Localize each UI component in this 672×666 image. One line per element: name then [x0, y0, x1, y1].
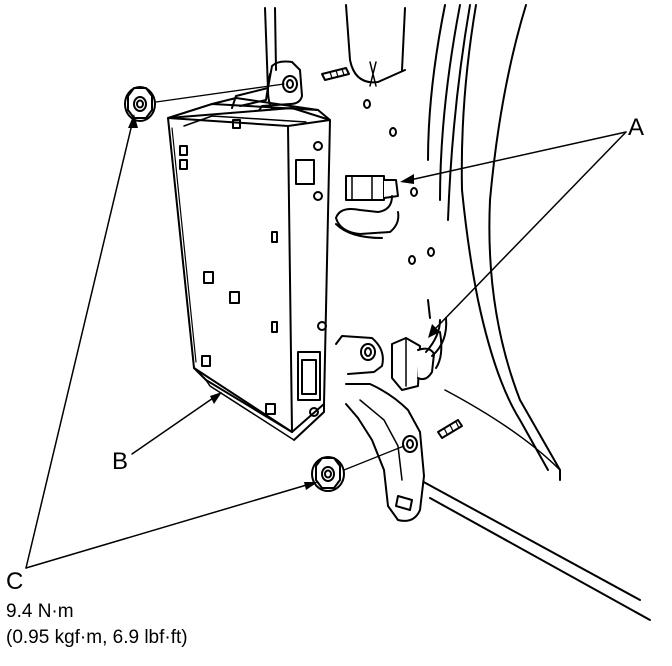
lower-stud-bolt [437, 419, 463, 439]
torque-spec-alt-units: (0.95 kgf·m, 6.9 lbf·ft) [6, 627, 188, 648]
body-panel [264, 4, 651, 621]
arrowheads [128, 114, 440, 490]
callout-label-a: A [628, 114, 645, 141]
leader-lines [25, 123, 627, 569]
lower-connector [391, 317, 448, 391]
callout-label-b: B [112, 448, 129, 475]
lower-flange-nut [311, 456, 345, 492]
callout-label-c: C [6, 568, 24, 595]
assembly-lines [155, 83, 405, 471]
control-unit [167, 97, 331, 441]
upper-stud-bolt [321, 67, 350, 81]
lower-bracket [335, 335, 425, 522]
upper-connector [335, 175, 400, 239]
torque-spec-metric: 9.4 N·m [6, 601, 74, 622]
upper-flange-nut [124, 86, 156, 122]
